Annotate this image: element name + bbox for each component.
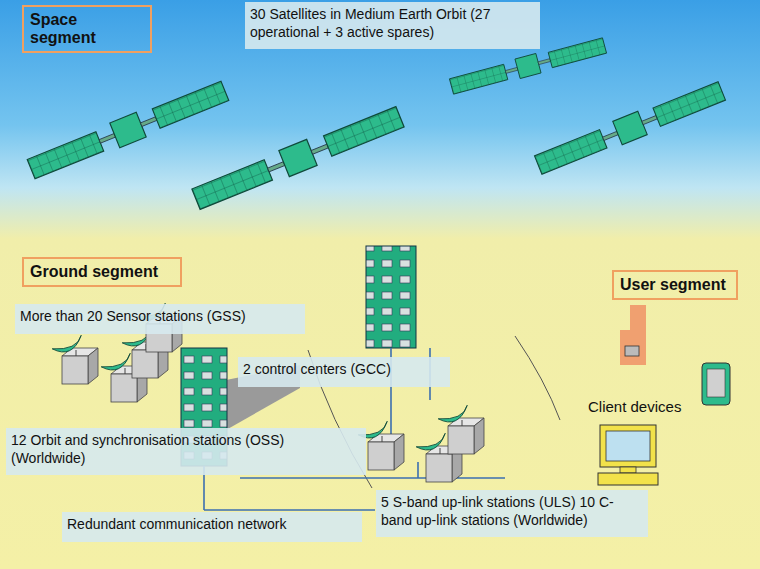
device-label: Client devices — [588, 398, 681, 415]
station-note: 2 control centers (GCC) — [238, 357, 450, 387]
station-note: 5 S-band up-link stations (ULS) 10 C-ban… — [376, 490, 648, 537]
node-text: Space segment — [30, 11, 144, 47]
node-text: 12 Orbit and synchronisation stations (O… — [11, 432, 361, 467]
network-note: Redundant communication network — [62, 512, 362, 542]
node-text: 2 control centers (GCC) — [243, 361, 445, 379]
node-text: User segment — [620, 276, 730, 294]
node-text: 5 S-band up-link stations (ULS) 10 C-ban… — [381, 494, 643, 529]
node-text: Redundant communication network — [67, 516, 357, 534]
node-text: More than 20 Sensor stations (GSS) — [20, 308, 300, 326]
segment-box: User segment — [612, 270, 738, 300]
satellite-note: 30 Satellites in Medium Earth Orbit (27 … — [245, 2, 540, 49]
segment-box: Space segment — [22, 5, 152, 53]
segment-box: Ground segment — [22, 257, 182, 287]
node-text: Ground segment — [30, 263, 174, 281]
station-note: More than 20 Sensor stations (GSS) — [15, 304, 305, 334]
station-note: 12 Orbit and synchronisation stations (O… — [6, 428, 366, 475]
node-text: 30 Satellites in Medium Earth Orbit (27 … — [250, 6, 535, 41]
